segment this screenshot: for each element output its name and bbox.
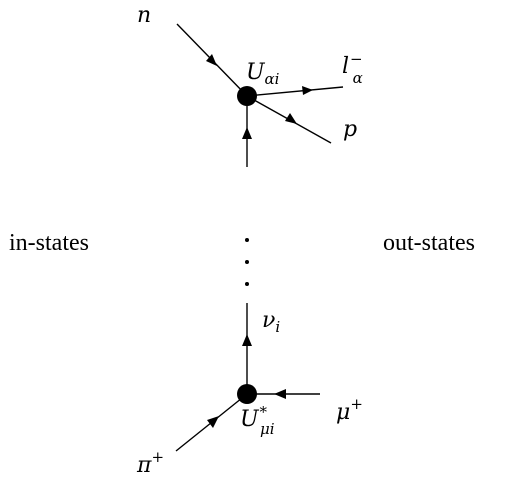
bottom-coupling-label: U*μi bbox=[240, 403, 275, 438]
in-states-label: in-states bbox=[9, 230, 89, 256]
neutron-arrow-icon bbox=[206, 54, 217, 66]
ellipsis bbox=[245, 238, 249, 286]
proton-label: p bbox=[343, 117, 357, 142]
ellipsis-dot-2 bbox=[245, 260, 249, 264]
neutrino-label: νi bbox=[262, 308, 280, 336]
lepton-label: l−α bbox=[342, 50, 363, 87]
top-coupling-label: Uαi bbox=[246, 60, 280, 88]
bottom-vertex bbox=[237, 384, 257, 404]
ellipsis-dot-1 bbox=[245, 238, 249, 242]
ellipsis-dot-3 bbox=[245, 282, 249, 286]
top-vertical-arrow-icon bbox=[242, 127, 252, 139]
lepton-line bbox=[246, 86, 344, 97]
muon-arrow-icon bbox=[274, 389, 286, 399]
bottom-vertex-group: νi μ+ U*μi π+ bbox=[136, 303, 363, 478]
neutron-label: n bbox=[137, 3, 151, 28]
out-states-label: out-states bbox=[383, 230, 475, 256]
pion-arrow-icon bbox=[207, 416, 219, 428]
lepton-arrow-icon bbox=[302, 86, 313, 95]
pion-label: π+ bbox=[136, 448, 164, 478]
proton-arrow-icon bbox=[285, 113, 297, 124]
top-vertex-group: n Uαi l−α p bbox=[137, 3, 363, 167]
neutrino-arrow-icon bbox=[242, 334, 252, 346]
muon-label: μ+ bbox=[336, 395, 363, 425]
top-vertex bbox=[237, 86, 257, 106]
